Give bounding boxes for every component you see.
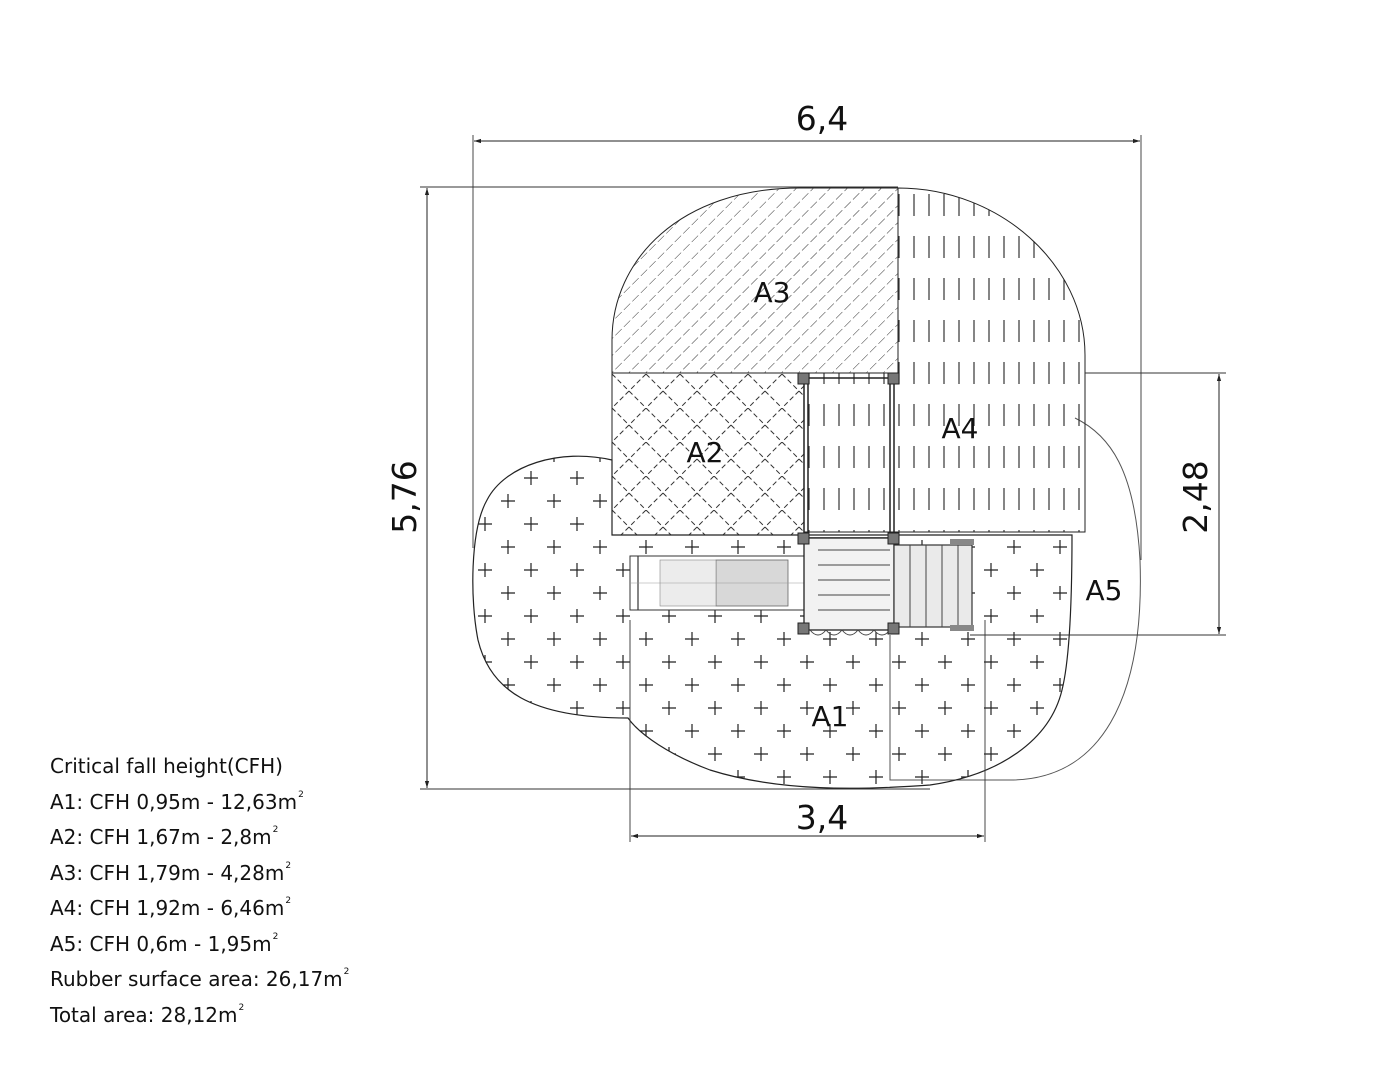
legend-row-a4: A4: CFH 1,92m - 6,46m2 bbox=[50, 896, 292, 920]
extension-lines bbox=[420, 135, 1226, 842]
legend-row-a5: A5: CFH 0,6m - 1,95m2 bbox=[50, 931, 279, 956]
zone-a1-area bbox=[472, 455, 1073, 789]
slide-equipment bbox=[629, 555, 807, 611]
zone-label-a2: A2 bbox=[687, 436, 724, 469]
zone-a4-area bbox=[803, 187, 1086, 533]
legend-row-a1: A1: CFH 0,95m - 12,63m2 bbox=[50, 789, 304, 814]
legend-row-total-area: Total area: 28,12m2 bbox=[50, 1002, 245, 1027]
zone-label-a4: A4 bbox=[942, 412, 979, 445]
dimension-width-lower: 3,4 bbox=[796, 798, 848, 837]
dimension-height-total: 5,76 bbox=[385, 460, 424, 533]
critical-fall-height-legend: Critical fall height(CFH) A1: CFH 0,95m … bbox=[50, 752, 349, 1029]
dimension-width-total: 6,4 bbox=[796, 99, 848, 138]
tower-platform bbox=[797, 372, 974, 636]
zone-a5-outline bbox=[889, 417, 1141, 781]
dimension-lines bbox=[424, 138, 1222, 839]
legend-row-a2: A2: CFH 1,67m - 2,8m2 bbox=[50, 825, 279, 849]
zone-label-a5: A5 bbox=[1086, 574, 1123, 607]
zone-a2-area bbox=[611, 372, 805, 536]
zone-label-a1: A1 bbox=[812, 700, 849, 733]
legend-title: Critical fall height(CFH) bbox=[50, 754, 283, 778]
zone-a3-area bbox=[611, 187, 899, 374]
dimension-height-right: 2,48 bbox=[1176, 460, 1215, 533]
zone-label-a3: A3 bbox=[754, 276, 791, 309]
legend-row-a3: A3: CFH 1,79m - 4,28m2 bbox=[50, 860, 292, 885]
legend-row-rubber-area: Rubber surface area: 26,17m2 bbox=[50, 967, 350, 991]
